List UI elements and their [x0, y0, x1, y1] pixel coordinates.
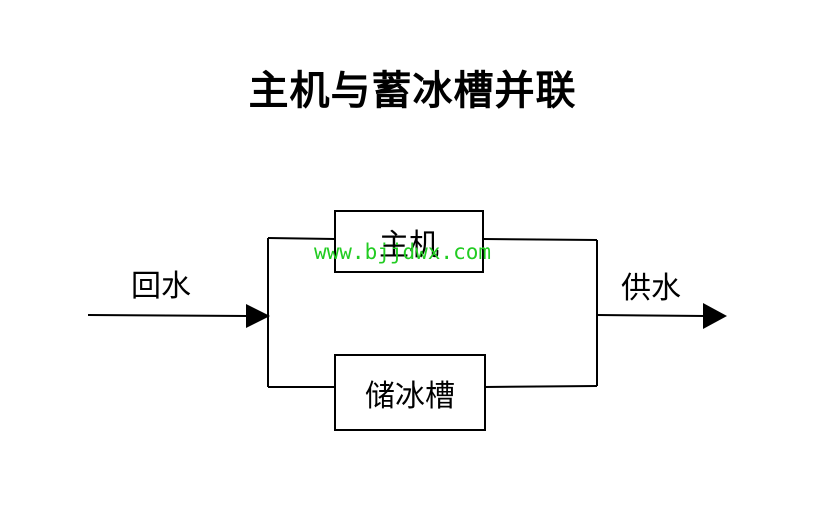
outlet-line — [596, 314, 706, 317]
watermark: www.bjjdwx.com — [314, 240, 492, 264]
chiller-label: 主机 — [379, 227, 439, 263]
inlet-label: 回水 — [131, 269, 191, 304]
ice-tank-box: 储冰槽 — [334, 354, 486, 431]
outlet-label: 供水 — [621, 271, 681, 306]
inlet-line — [87, 314, 249, 317]
top-left-line — [267, 237, 336, 240]
top-right-line — [482, 238, 598, 241]
chiller-box: 主机 — [334, 210, 484, 273]
bottom-right-line — [484, 385, 598, 388]
ice-tank-label: 储冰槽 — [365, 378, 455, 414]
outlet-arrowhead — [703, 303, 727, 329]
diagram-title: 主机与蓄冰槽并联 — [248, 67, 577, 114]
inlet-arrowhead — [246, 304, 270, 328]
